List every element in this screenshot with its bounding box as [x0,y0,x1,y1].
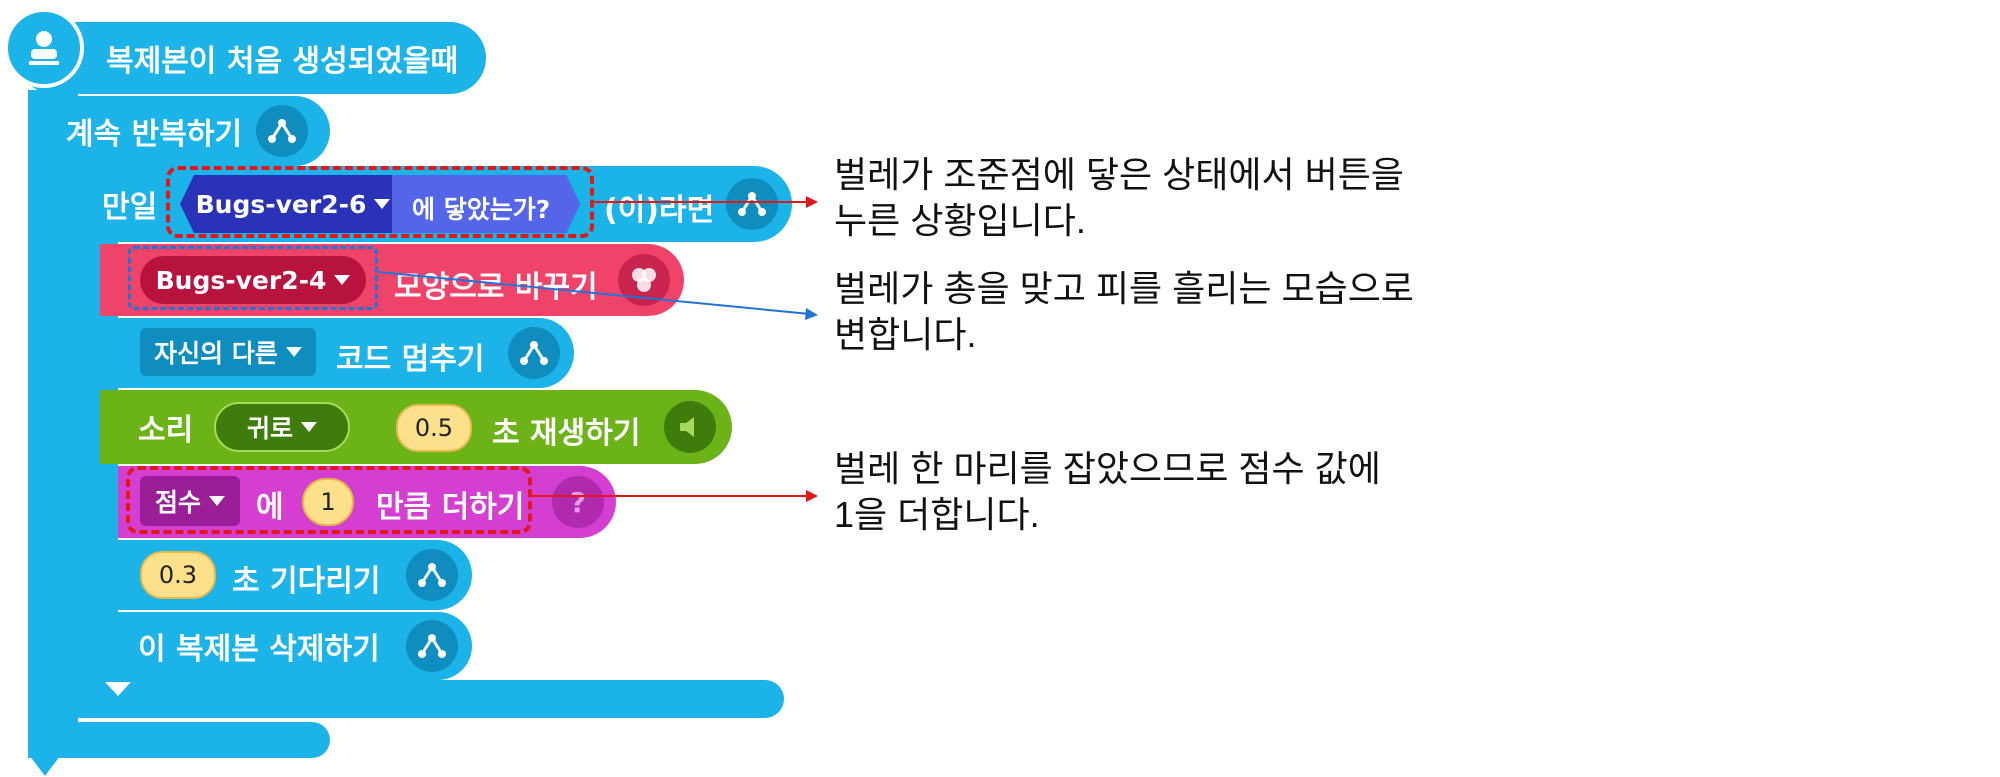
score-annotation-line2: 1을 더합니다. [834,494,1040,535]
hat-label: 복제본이 처음 생성되었을때 [106,44,459,79]
loop-bottom [28,722,330,758]
shape-label: 모양으로 바꾸기 [394,270,598,305]
wait-label: 초 기다리기 [232,564,381,599]
forever-loop-block[interactable]: 계속 반복하기 [28,96,330,166]
if-bottom-notch [105,682,131,696]
var-value-input[interactable]: 1 [302,478,354,526]
shape-highlight-box [128,246,378,310]
shape-target-dropdown[interactable]: Bugs-ver2-4 [140,256,366,304]
wait-seconds-input[interactable]: 0.3 [140,551,216,599]
score-arrowhead [806,490,818,502]
sound-seconds-input[interactable]: 0.5 [396,404,472,452]
stop-icon [508,327,560,379]
sound-label: 소리 [138,413,194,448]
chevron-down-icon [285,347,302,357]
touch-label: 에 닿았는가? [412,195,551,224]
speaker-icon [664,401,716,453]
touch-target-dropdown[interactable]: Bugs-ver2-6 [196,180,391,228]
delete-label: 이 복제본 삭제하기 [138,632,380,667]
touch-highlight-box [166,166,594,238]
loop-bottom-notch [30,756,60,776]
stop-target-dropdown[interactable]: 자신의 다른 [140,328,316,376]
wait-icon [406,549,458,601]
touch-annotation-line1: 벌레가 조준점에 닿은 상태에서 버튼을 [834,154,1404,195]
shape-annotation-line2: 변합니다. [834,314,977,355]
loop-label: 계속 반복하기 [66,117,243,152]
delete-icon [406,620,458,672]
help-icon: ? [552,476,604,528]
touch-annotation-line2: 누른 상황입니다. [834,200,1086,241]
if-label: 만일 [102,190,158,225]
score-annotation-line1: 벌레 한 마리를 잡았으므로 점수 값에 [834,448,1381,489]
sound-target-dropdown[interactable]: 귀로 [214,402,350,452]
clone-icon [4,8,84,88]
var-suffix: 만큼 더하기 [376,490,525,525]
score-annotation: 벌레 한 마리를 잡았으므로 점수 값에 1을 더합니다. [834,446,1381,538]
chevron-down-icon [209,496,225,506]
code-block-area: 복제본이 처음 생성되었을때 계속 반복하기 만일 Bugs-ver2-6 에 … [0,0,800,777]
if-bottom [78,680,784,718]
var-target-dropdown[interactable]: 점수 [140,476,240,526]
chevron-down-icon [301,422,317,432]
chevron-down-icon [334,275,351,285]
score-highlight-box [126,466,532,534]
touch-annotation: 벌레가 조준점에 닿은 상태에서 버튼을 누른 상황입니다. [834,152,1404,244]
loop-icon [256,105,309,157]
touch-arrowhead [806,196,818,208]
loop-arm [28,90,78,750]
stop-label: 코드 멈추기 [336,342,485,377]
hat-block[interactable]: 복제본이 처음 생성되었을때 [18,22,486,94]
if-suffix: (이)라면 [604,193,715,228]
shape-arrowhead [805,308,818,320]
sound-suffix: 초 재생하기 [492,416,641,451]
chevron-down-icon [374,199,391,209]
shape-annotation-line1: 벌레가 총을 맞고 피를 흘리는 모습으로 [834,268,1414,309]
shape-arrow [377,271,811,315]
if-icon [726,178,778,230]
var-label: 에 [256,490,284,525]
shape-annotation: 벌레가 총을 맞고 피를 흘리는 모습으로 변합니다. [834,266,1414,358]
